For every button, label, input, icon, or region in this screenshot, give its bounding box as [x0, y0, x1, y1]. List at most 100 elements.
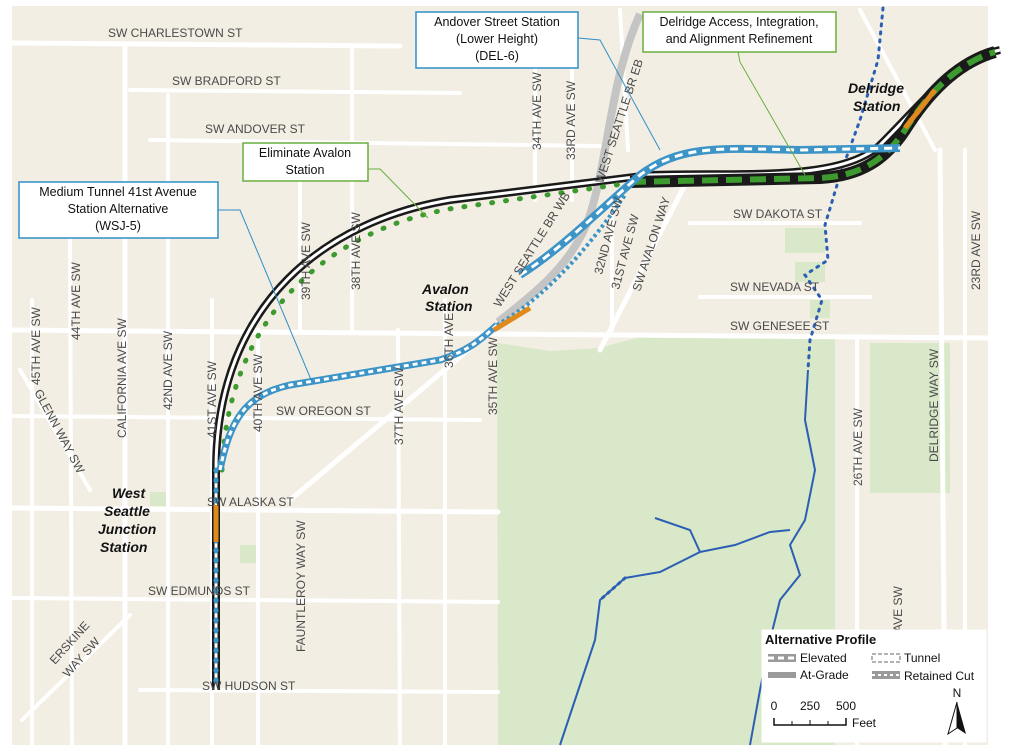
- callout-medium-tunnel: Medium Tunnel 41st Avenue Station Altern…: [18, 181, 219, 239]
- alternative-eliminate-avalon-green-dots: [219, 180, 633, 473]
- erskine-way: [20, 613, 132, 722]
- callout-leaders: [218, 37, 806, 383]
- callout-tunnel-line3: (WSJ-5): [95, 219, 141, 233]
- callout-delridge-line1: Delridge Access, Integration,: [659, 15, 818, 29]
- callout-andover-line3: (DEL-6): [475, 49, 519, 63]
- label-bradford: SW BRADFORD ST: [172, 74, 281, 88]
- legend-box: [761, 629, 987, 743]
- label-38th: 38TH AVE SW: [349, 212, 363, 290]
- scale-label-0: 0: [771, 699, 778, 713]
- station-labels: Avalon Station Delridge Station West Sea…: [98, 80, 904, 555]
- park-small-4: [240, 545, 258, 563]
- avenue-44th: [68, 228, 74, 747]
- callout-delridge-access: Delridge Access, Integration, and Alignm…: [642, 11, 837, 53]
- label-california: CALIFORNIA AVE SW: [115, 318, 129, 438]
- legend: Alternative Profile Elevated Tunnel At-G…: [761, 629, 987, 743]
- label-avalon-station-2: Station: [425, 298, 472, 314]
- street-alaska: [9, 505, 501, 515]
- label-delridge-station-2: Station: [853, 98, 900, 114]
- street-north-diagonal: [858, 8, 937, 152]
- label-wsj-station-2: Seattle: [104, 503, 150, 519]
- legend-at-grade-swatch: [768, 672, 796, 678]
- label-wsj-station-3: Junction: [98, 521, 156, 537]
- legend-title: Alternative Profile: [765, 632, 876, 647]
- label-41st: 41ST AVE SW: [205, 360, 219, 438]
- label-delridge-way: DELRIDGE WAY SW: [927, 348, 941, 462]
- callout-andover-box: [415, 11, 579, 69]
- label-dakota: SW DAKOTA ST: [733, 207, 823, 221]
- label-nevada: SW NEVADA ST: [730, 280, 820, 294]
- label-avalon-station-1: Avalon: [421, 281, 469, 297]
- scale-label-250: 250: [800, 699, 820, 713]
- street-charlestown: [9, 40, 403, 49]
- leader-eliminate-avalon: [368, 168, 429, 219]
- street-bradford: [128, 88, 462, 95]
- callout-andover-line2: (Lower Height): [456, 32, 538, 46]
- scale-unit-label: Feet: [852, 716, 877, 730]
- callout-eliminate-avalon: Eliminate Avalon Station: [242, 142, 369, 182]
- street-oregon: [10, 414, 482, 422]
- legend-at-grade-label: At-Grade: [800, 668, 849, 682]
- leader-andover-station: [577, 37, 661, 151]
- callout-eliminate-line1: Eliminate Avalon: [259, 146, 351, 160]
- callout-eliminate-line2: Station: [286, 163, 325, 177]
- park-small-5: [150, 492, 166, 506]
- label-wsj-station-1: West: [112, 485, 147, 501]
- callout-eliminate-box: [242, 142, 369, 182]
- label-charlestown: SW CHARLESTOWN ST: [108, 26, 243, 40]
- label-wsj-station-4: Station: [100, 539, 147, 555]
- label-fauntleroy: FAUNTLEROY WAY SW: [294, 520, 308, 652]
- label-39th: 39TH AVE SW: [299, 222, 313, 300]
- park-delridge-playfield: [870, 343, 950, 493]
- station-segment-delridge: [903, 88, 937, 130]
- glenn-way: [18, 368, 92, 492]
- label-26th: 26TH AVE SW: [851, 408, 865, 486]
- label-36th: 36TH AVE: [442, 313, 456, 368]
- label-hudson: SW HUDSON ST: [202, 679, 296, 693]
- label-andover: SW ANDOVER ST: [205, 122, 306, 136]
- callout-tunnel-line2: Station Alternative: [68, 202, 169, 216]
- street-hudson: [138, 688, 500, 694]
- alternative-delridge-refinement-green-dash: [629, 49, 996, 185]
- label-ave-sw: AVE SW: [891, 586, 905, 632]
- label-genesee: SW GENESEE ST: [730, 319, 830, 333]
- callout-andover-station: Andover Street Station (Lower Height) (D…: [415, 11, 579, 69]
- label-delridge-station-1: Delridge: [848, 80, 904, 96]
- alternative-andover-blue-dash: [519, 146, 901, 277]
- label-40th: 40TH AVE SW: [251, 354, 265, 432]
- label-edmunds: SW EDMUNDS ST: [148, 584, 251, 598]
- callout-tunnel-box: [18, 181, 219, 239]
- park-small-1: [785, 228, 825, 253]
- label-23rd: 23RD AVE SW: [969, 210, 983, 290]
- callout-delridge-box: [642, 11, 837, 53]
- label-34th: 34TH AVE SW: [530, 72, 544, 150]
- street-grid: [9, 8, 991, 748]
- leader-medium-tunnel: [218, 209, 313, 383]
- scale-label-500: 500: [836, 699, 856, 713]
- longfellow-creek-north: [802, 6, 885, 372]
- legend-retained-cut-label: Retained Cut: [904, 669, 975, 683]
- legend-elevated-label: Elevated: [800, 651, 847, 665]
- station-segment-avalon: [492, 305, 532, 333]
- label-42nd: 42ND AVE SW: [161, 330, 175, 410]
- legend-tunnel-swatch: [871, 653, 901, 663]
- street-andover: [148, 138, 602, 148]
- label-37th: 37TH AVE SW: [392, 367, 406, 445]
- label-33rd: 33RD AVE SW: [564, 80, 578, 160]
- label-44th: 44TH AVE SW: [69, 262, 83, 340]
- alternative-blue-retained-cut: [495, 193, 627, 327]
- label-oregon: SW OREGON ST: [276, 404, 371, 418]
- callout-tunnel-line1: Medium Tunnel 41st Avenue: [39, 185, 197, 199]
- alternative-medium-tunnel-blue-dash: [218, 323, 498, 471]
- avenue-37th: [396, 328, 402, 747]
- park-west-duwamish-greenbelt: [497, 334, 835, 745]
- street-genesee: [9, 327, 991, 341]
- street-north-vertical: [618, 8, 630, 152]
- creek-branch-south: [559, 551, 701, 746]
- creek-branch-west: [654, 517, 791, 554]
- north-arrow-icon-half: [947, 701, 958, 736]
- callout-delridge-line2: and Alignment Refinement: [666, 32, 813, 46]
- legend-tunnel-label: Tunnel: [904, 651, 940, 665]
- north-label: N: [953, 686, 962, 700]
